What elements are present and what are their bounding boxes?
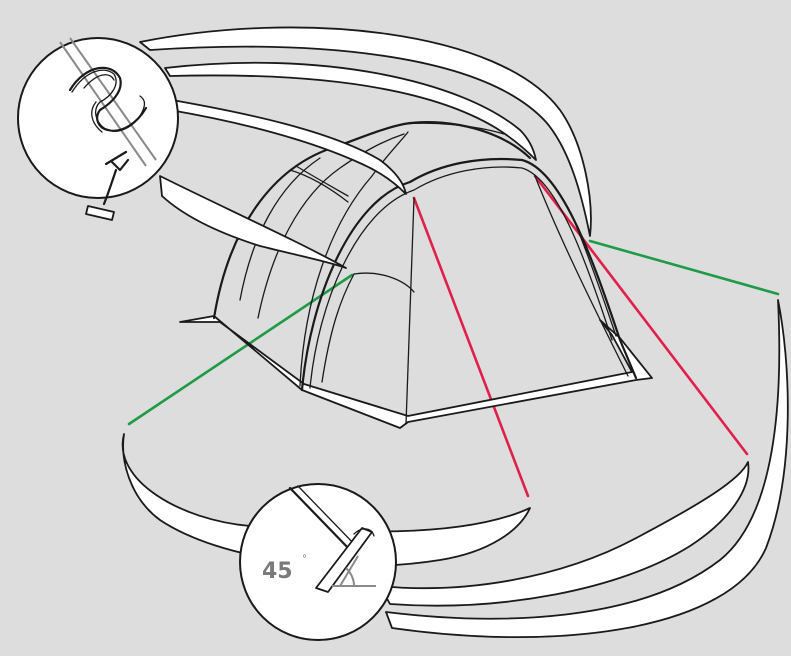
tent-side-window: [290, 166, 348, 202]
tent-floor: [180, 316, 652, 428]
detail-stake-angle: 45 °: [123, 300, 788, 640]
detail-pole-clip: [18, 27, 591, 268]
angle-label: 45: [262, 559, 293, 584]
tent-front-panel-left: [406, 198, 414, 424]
tent-door-curve: [354, 273, 414, 292]
callout-band-3: [170, 100, 406, 194]
angle-degree-symbol: °: [302, 554, 307, 565]
guy-line-front-right: [535, 176, 747, 454]
tent-front-panel-right: [535, 176, 628, 376]
callout-band-4: [160, 176, 346, 268]
guy-line-front-left: [414, 198, 528, 496]
tent-lower-arch: [322, 274, 354, 382]
cord-stopper-icon: [86, 206, 114, 220]
tent-front-arch-inner: [310, 167, 612, 388]
